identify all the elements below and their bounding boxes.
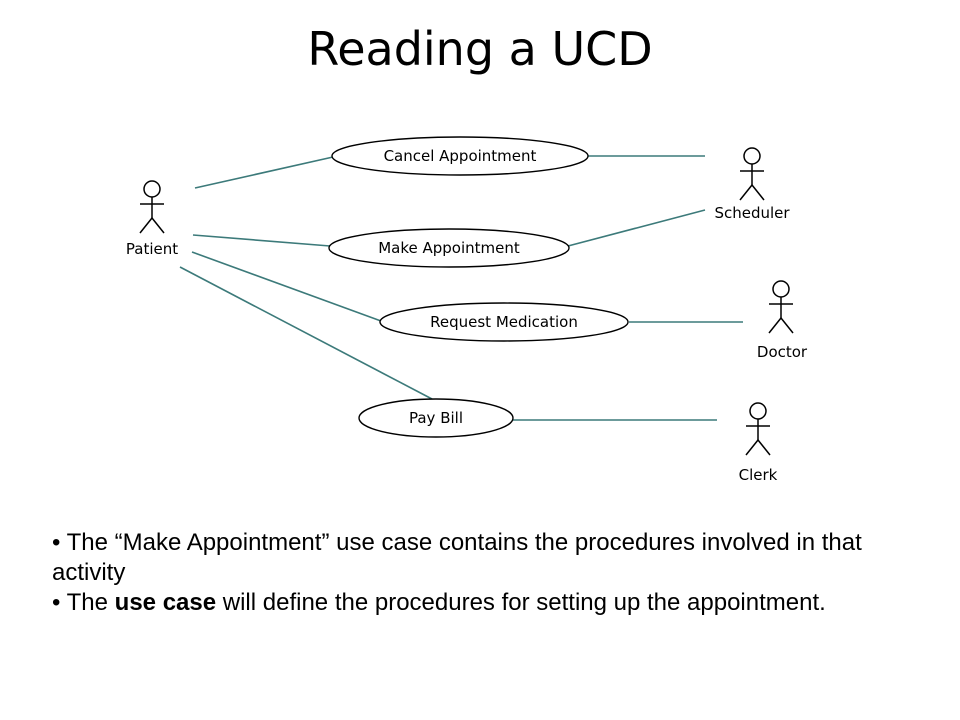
- bullet-list: • The “Make Appointment” use case contai…: [52, 528, 932, 618]
- association-patient-request: [191, 251, 382, 322]
- actor-doctor-head: [772, 280, 790, 298]
- actor-patient-label: Patient: [126, 240, 178, 258]
- bullet-text-start: The: [66, 589, 115, 616]
- bullet-text: The “Make Appointment” use case contains…: [52, 529, 862, 586]
- slide-title: Reading a UCD: [307, 22, 653, 76]
- actor-doctor-label: Doctor: [757, 343, 808, 361]
- associations: [179, 155, 743, 421]
- bullet-marker: •: [52, 589, 61, 616]
- actor-scheduler-label: Scheduler: [714, 204, 790, 222]
- bullet-text-end: will define the procedures for setting u…: [216, 589, 826, 616]
- actor-patient-head: [143, 180, 161, 198]
- actor-scheduler-head: [743, 147, 761, 165]
- actor-patient: [139, 180, 165, 234]
- use-case-request-label: Request Medication: [430, 313, 578, 331]
- actor-clerk-head: [749, 402, 767, 420]
- use-case-pay-label: Pay Bill: [409, 409, 463, 427]
- use-case-pay-bill: Pay Bill: [358, 398, 514, 438]
- bullet-bold-term: use case: [114, 589, 217, 616]
- use-case-request-medication: Request Medication: [379, 302, 629, 342]
- use-case-cancel-label: Cancel Appointment: [384, 147, 537, 165]
- bullet-item-1: • The “Make Appointment” use case contai…: [52, 528, 932, 588]
- actor-clerk-label: Clerk: [739, 466, 778, 484]
- use-case-make-label: Make Appointment: [378, 239, 520, 257]
- actor-clerk: [745, 402, 771, 456]
- actor-doctor: [768, 280, 794, 334]
- association-patient-cancel: [194, 156, 334, 189]
- association-patient-pay: [179, 266, 433, 400]
- bullet-item-2: • The use case will define the procedure…: [52, 588, 932, 618]
- use-case-make-appointment: Make Appointment: [328, 228, 570, 268]
- use-case-cancel-appointment: Cancel Appointment: [331, 136, 589, 176]
- association-patient-make: [192, 234, 331, 247]
- actor-scheduler: [739, 147, 765, 201]
- association-make-scheduler: [567, 209, 706, 247]
- bullet-marker: •: [52, 529, 61, 556]
